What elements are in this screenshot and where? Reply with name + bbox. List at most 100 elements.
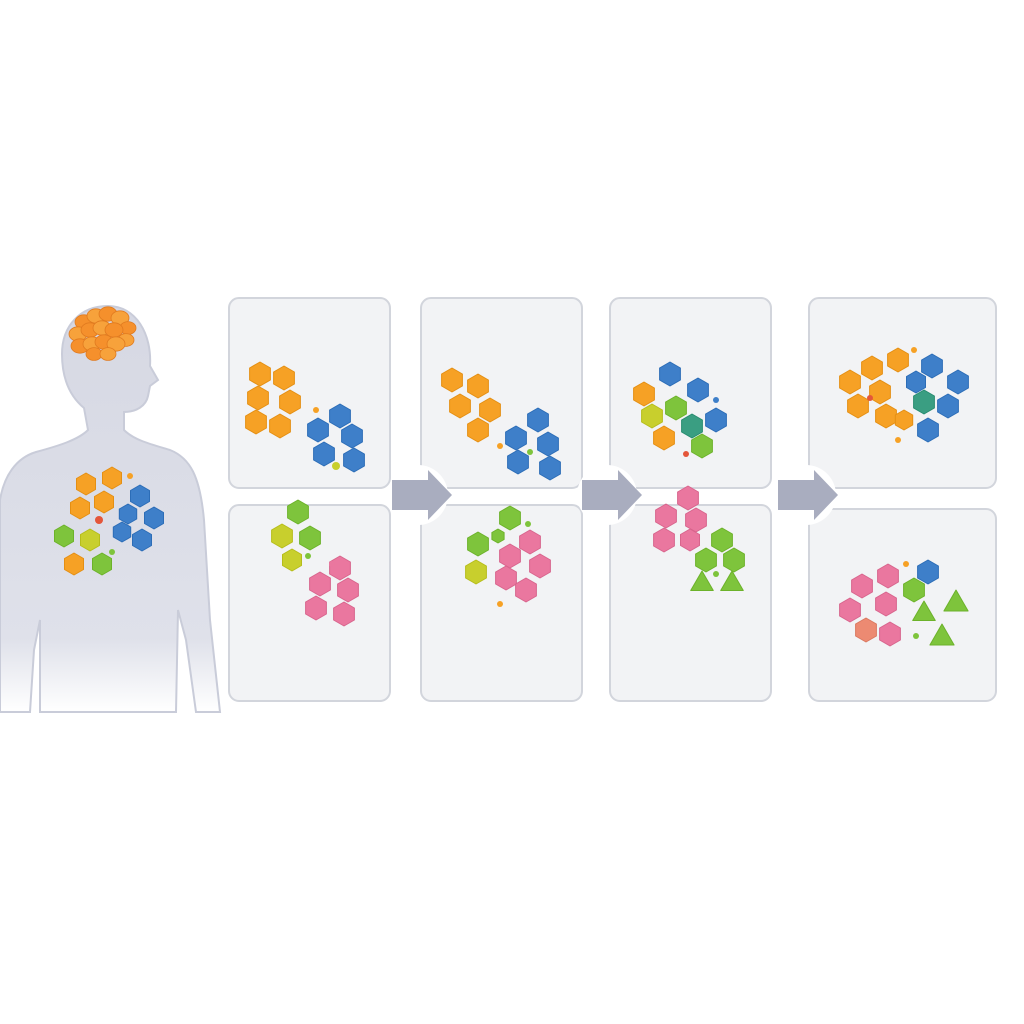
cell xyxy=(695,547,717,573)
cell xyxy=(282,548,302,572)
particle-dot xyxy=(895,437,901,443)
torso-cell xyxy=(94,490,114,514)
cell xyxy=(839,369,861,395)
cell xyxy=(711,527,733,553)
cell xyxy=(505,425,527,451)
particle-dot xyxy=(713,397,719,403)
cell xyxy=(633,381,655,407)
particle-dot xyxy=(903,561,909,567)
brain-lobe xyxy=(106,336,126,352)
cell xyxy=(329,403,351,429)
cell xyxy=(947,369,969,395)
cell xyxy=(247,385,269,411)
cell xyxy=(869,379,891,405)
cell xyxy=(271,523,293,549)
panel-4-top xyxy=(808,297,997,489)
cell xyxy=(929,623,955,646)
particle-dot xyxy=(911,347,917,353)
cell xyxy=(887,347,909,373)
torso-cell xyxy=(64,552,84,576)
particle-dot xyxy=(497,601,503,607)
panel-1-bottom-cells xyxy=(271,499,359,627)
panel-2-bottom-cells xyxy=(465,505,551,607)
cell xyxy=(307,417,329,443)
cell xyxy=(723,547,745,573)
cell xyxy=(527,407,549,433)
particle-dot xyxy=(683,451,689,457)
cell xyxy=(659,361,681,387)
cell xyxy=(269,413,291,439)
arrow-right-icon xyxy=(388,465,452,525)
cell xyxy=(705,407,727,433)
panel-3-top-cells xyxy=(633,361,727,459)
arrows xyxy=(388,465,838,525)
panel-4-bottom xyxy=(808,508,997,702)
cell xyxy=(875,403,897,429)
cell xyxy=(690,570,714,591)
cell xyxy=(653,527,675,553)
cell xyxy=(467,417,489,443)
cell xyxy=(917,559,939,585)
cell xyxy=(861,355,883,381)
cell xyxy=(681,413,703,439)
cell xyxy=(537,431,559,457)
cell xyxy=(655,503,677,529)
cell xyxy=(913,389,935,415)
cell xyxy=(329,555,351,581)
cell xyxy=(943,589,969,612)
cell xyxy=(720,570,744,591)
cell xyxy=(875,591,897,617)
panel-2-top xyxy=(420,297,583,489)
cell xyxy=(287,499,309,525)
cell xyxy=(279,389,301,415)
torso-cell xyxy=(70,496,90,520)
cell xyxy=(507,449,529,475)
cell xyxy=(449,393,471,419)
particle-dot xyxy=(329,561,335,567)
panel-3-bottom-cells xyxy=(653,485,745,591)
particle-dot xyxy=(497,443,503,449)
cell xyxy=(855,617,877,643)
human-silhouette xyxy=(0,304,222,713)
particle-dot xyxy=(867,395,873,401)
arrow-right-icon xyxy=(776,465,838,525)
cell xyxy=(343,447,365,473)
cell xyxy=(337,577,359,603)
particle-dot xyxy=(109,549,115,555)
cell xyxy=(467,373,489,399)
cell xyxy=(519,529,541,555)
cell xyxy=(441,367,463,393)
brain-organ xyxy=(68,306,137,361)
cell xyxy=(299,525,321,551)
cell xyxy=(877,563,899,589)
cell xyxy=(309,571,331,597)
cell xyxy=(495,565,517,591)
torso-cell xyxy=(80,528,100,552)
particle-dot xyxy=(913,633,919,639)
cell xyxy=(333,601,355,627)
particle-dot xyxy=(332,462,340,470)
torso-cell xyxy=(130,484,150,508)
particle-dot xyxy=(525,521,531,527)
torso-cell xyxy=(144,506,164,530)
cell xyxy=(249,361,271,387)
cell xyxy=(687,377,709,403)
cell xyxy=(677,485,699,511)
brain-lobe xyxy=(99,347,117,361)
torso-cell xyxy=(132,528,152,552)
torso-cell xyxy=(102,466,122,490)
cell xyxy=(467,531,489,557)
cell xyxy=(912,600,936,621)
cell xyxy=(921,353,943,379)
cell xyxy=(903,577,925,603)
cell xyxy=(917,417,939,443)
cell xyxy=(851,573,873,599)
cell xyxy=(691,433,713,459)
cell xyxy=(879,621,901,647)
cell xyxy=(665,395,687,421)
cell xyxy=(894,409,914,431)
cell xyxy=(839,597,861,623)
arrow-right-icon xyxy=(577,465,642,525)
panel-4-top-cells xyxy=(839,347,969,443)
